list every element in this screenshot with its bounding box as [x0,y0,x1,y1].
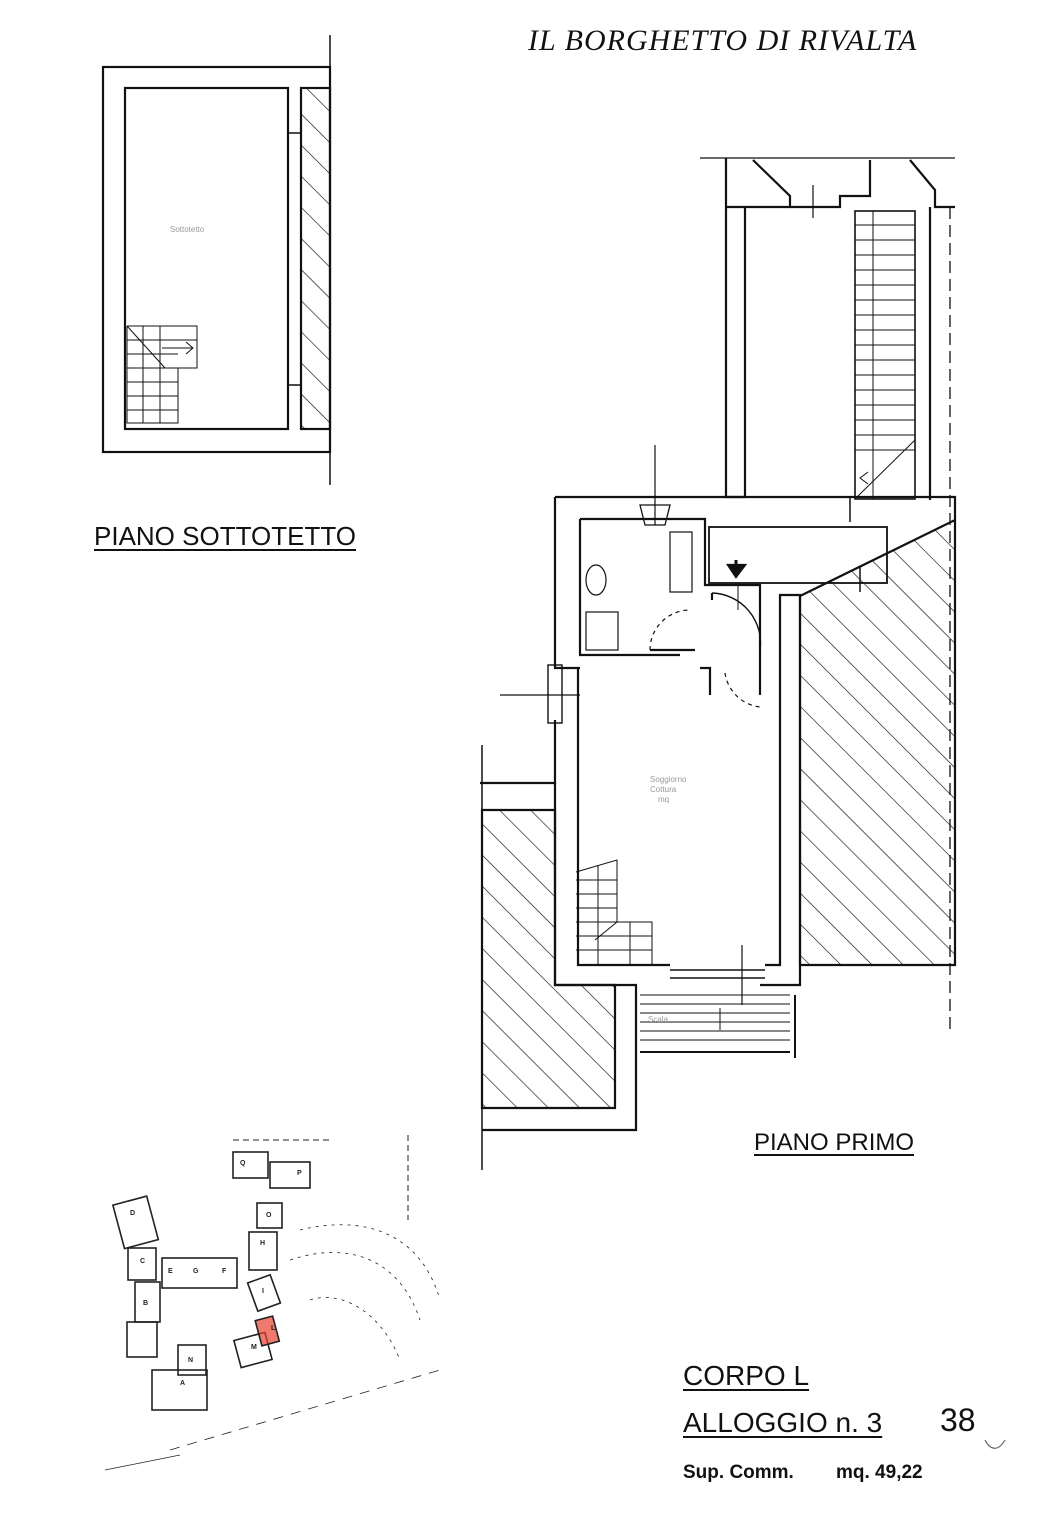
site-block-o: O [266,1212,272,1219]
site-block-e: E [168,1268,173,1275]
project-title: IL BORGHETTO DI RIVALTA [528,24,918,57]
attic-stair [126,325,198,424]
site-block-i: I [262,1288,264,1295]
site-block-n: N [188,1357,194,1364]
site-block-c: C [140,1258,146,1265]
attic-room-label: Sottotetto [170,225,205,234]
site-block-f: F [222,1268,227,1275]
site-block-a: A [180,1380,186,1387]
site-block-g: G [193,1268,199,1275]
site-block-b: B [143,1300,149,1307]
corpo-label: CORPO L [683,1360,810,1391]
site-block-m: M [251,1344,257,1351]
steps-label: Scala [648,1015,669,1024]
interior-stair [575,859,653,965]
site-block-l: L [271,1325,276,1332]
surface-label: Sup. Comm. [683,1462,794,1483]
first-floor-plan [480,157,957,1170]
alloggio-label: ALLOGGIO n. 3 [683,1407,883,1438]
living-room-label-1: Soggiorno [650,775,687,784]
site-block-p: P [297,1170,302,1177]
site-map [104,1135,1006,1471]
alloggio-number: 38 [940,1402,976,1438]
attic-floor-label: PIANO SOTTOTETTO [94,521,356,551]
site-block-d: D [130,1210,136,1217]
attic-floor-plan [101,35,332,485]
site-block-q: Q [240,1160,246,1167]
living-room-label-3: mq [658,795,670,804]
first-floor-label: PIANO PRIMO [754,1129,915,1156]
site-block-h: H [260,1240,266,1247]
surface-value: mq. 49,22 [836,1462,923,1483]
entrance-steps [640,994,796,1058]
living-room-label-2: Cottura [650,785,677,794]
main-stair [854,211,916,500]
